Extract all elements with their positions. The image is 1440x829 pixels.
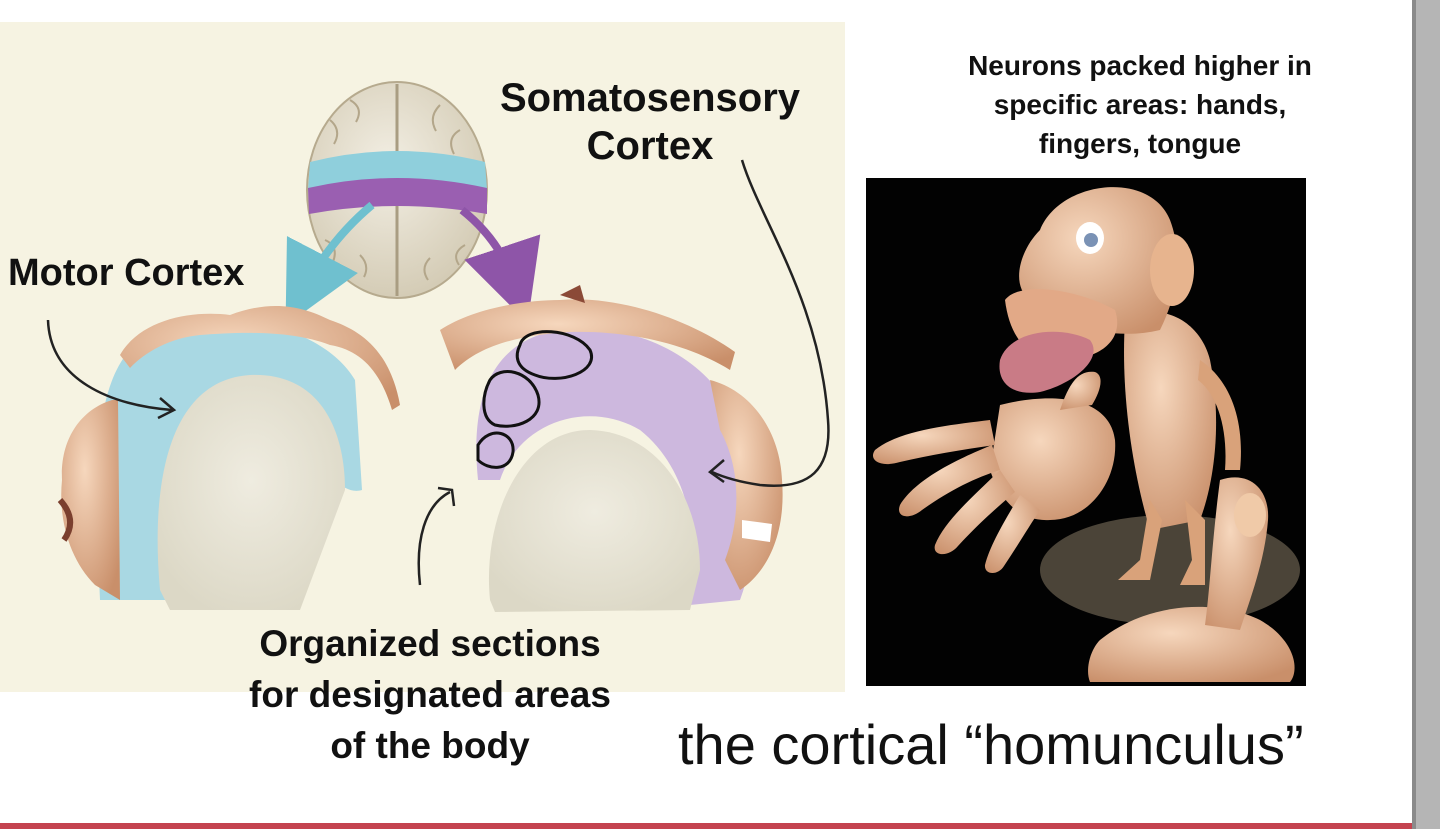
somatosensory-band (308, 178, 487, 214)
motor-band (308, 151, 487, 190)
neurons-label-line1: Neurons packed higher in (968, 50, 1312, 81)
somatosensory-label-line2: Cortex (586, 124, 714, 168)
neurons-packed-label: Neurons packed higher in specific areas:… (905, 46, 1375, 163)
somatosensory-cortex-label: Somatosensory Cortex (470, 74, 830, 170)
neurons-label-line3: fingers, tongue (1038, 128, 1242, 159)
somatosensory-body-figure (440, 299, 735, 370)
motor-body-figure (120, 305, 400, 410)
organized-label-line2: for designated areas (249, 674, 611, 715)
homunculus-caption: the cortical “homunculus” (678, 713, 1304, 776)
bottom-accent-rule (0, 823, 1412, 829)
organized-pointer-arrow (417, 490, 451, 586)
somatosensory-cortex-section (440, 285, 783, 612)
somatosensory-arrow (459, 206, 541, 323)
window-edge-inner (1416, 0, 1440, 829)
neurons-label-line2: specific areas: hands, (993, 89, 1287, 120)
motor-cortex-label: Motor Cortex (8, 252, 245, 294)
motor-face (61, 400, 120, 600)
somatosensory-pointer-arrow (711, 159, 830, 487)
motor-pointer-arrow (46, 319, 173, 412)
organized-label-line1: Organized sections (259, 623, 601, 664)
motor-cortex-section (57, 305, 400, 610)
organized-sections-label: Organized sections for designated areas … (195, 618, 665, 771)
motor-arrow (285, 201, 375, 326)
organized-label-line3: of the body (330, 725, 530, 766)
homunculus-sculpture (872, 187, 1300, 682)
brain-top-view (306, 81, 488, 299)
somatosensory-label-line1: Somatosensory (499, 76, 801, 120)
